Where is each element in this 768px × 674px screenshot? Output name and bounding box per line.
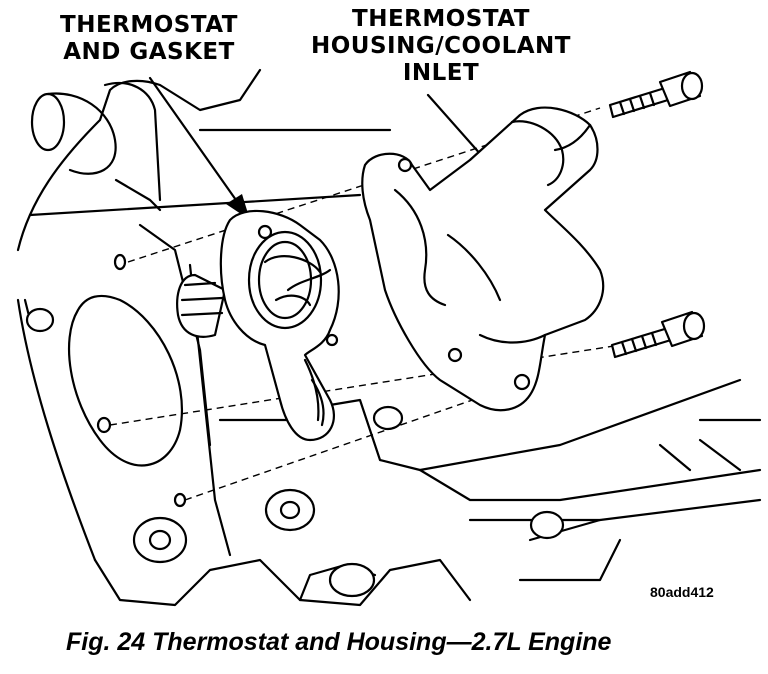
- bolt-upper: [608, 70, 704, 119]
- figure-caption: Fig. 24 Thermostat and Housing—2.7L Engi…: [66, 628, 612, 656]
- callout-thermostat-and-gasket: THERMOSTAT AND GASKET: [40, 12, 258, 66]
- callout-line: HOUSING/COOLANT: [310, 33, 571, 59]
- callout-line: THERMOSTAT: [60, 12, 238, 38]
- callout-line: AND GASKET: [63, 39, 235, 65]
- reference-code: 80add412: [650, 584, 714, 600]
- engine-block: [16, 68, 762, 607]
- thermostat-and-gasket: [176, 209, 340, 442]
- callout-thermostat-housing: THERMOSTAT HOUSING/COOLANT INLET: [288, 6, 594, 87]
- callout-line: INLET: [402, 60, 480, 86]
- thermostat-housing: [361, 106, 605, 412]
- callout-line: THERMOSTAT: [352, 6, 530, 32]
- bolt-lower: [610, 310, 706, 359]
